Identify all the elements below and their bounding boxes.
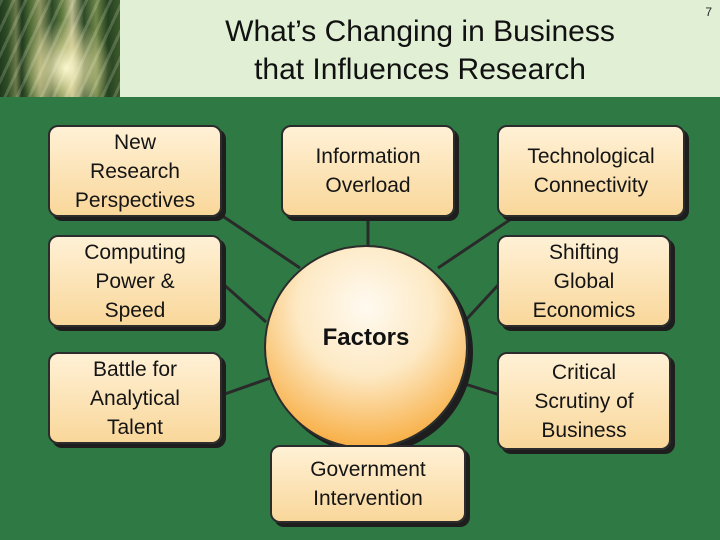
factor-line: Speed [104, 298, 166, 322]
factor-line: Analytical [90, 386, 180, 410]
factor-government-intervention: Government Intervention [270, 445, 466, 523]
connector-battle [221, 374, 277, 397]
factor-line: Intervention [313, 487, 423, 510]
page-number: 7 [705, 5, 712, 19]
connector-new-research [217, 211, 301, 270]
connector-shifting [462, 281, 502, 324]
factor-line: Perspectives [74, 188, 196, 212]
title-line: What’s Changing in Business [225, 15, 615, 48]
factor-line: Computing [84, 240, 186, 264]
factor-line: Shifting [548, 240, 620, 264]
factor-line: Information [315, 145, 421, 168]
connector-technological [437, 211, 521, 270]
factor-shifting-global-economics: Shifting Global Economics [497, 235, 671, 327]
connector-computing [221, 281, 267, 324]
factor-line: Government [310, 458, 426, 481]
slide-title: What’s Changing in Business that Influen… [180, 13, 660, 89]
factor-battle-for-analytical-talent: Battle for Analytical Talent [48, 352, 222, 444]
factor-line: Economics [532, 298, 636, 322]
factor-line: Technological [527, 145, 655, 168]
factor-line: Connectivity [533, 174, 649, 197]
factor-critical-scrutiny-of-business: Critical Scrutiny of Business [497, 352, 671, 450]
factor-line: Battle for [92, 357, 178, 381]
factor-line: Scrutiny of [534, 389, 634, 413]
factors-label: Factors [322, 324, 410, 351]
factor-line: Power & [95, 269, 175, 293]
factor-line: Overload [325, 174, 411, 197]
factor-line: Global [553, 269, 615, 293]
factor-line: New [113, 130, 156, 154]
slide-header: What’s Changing in Business that Influen… [0, 0, 720, 97]
factor-line: Talent [106, 415, 164, 439]
forest-photo [0, 0, 120, 97]
factor-information-overload: Information Overload [281, 125, 455, 217]
factor-technological-connectivity: Technological Connectivity [497, 125, 685, 217]
factors-circle: Factors [264, 245, 468, 449]
factor-new-research-perspectives: New Research Perspectives [48, 125, 222, 217]
title-line: that Influences Research [254, 53, 586, 86]
factor-line: Business [541, 418, 627, 442]
factor-computing-power-speed: Computing Power & Speed [48, 235, 222, 327]
forest-light-rays [0, 0, 120, 97]
factor-line: Research [90, 159, 180, 183]
factor-line: Critical [551, 360, 617, 384]
